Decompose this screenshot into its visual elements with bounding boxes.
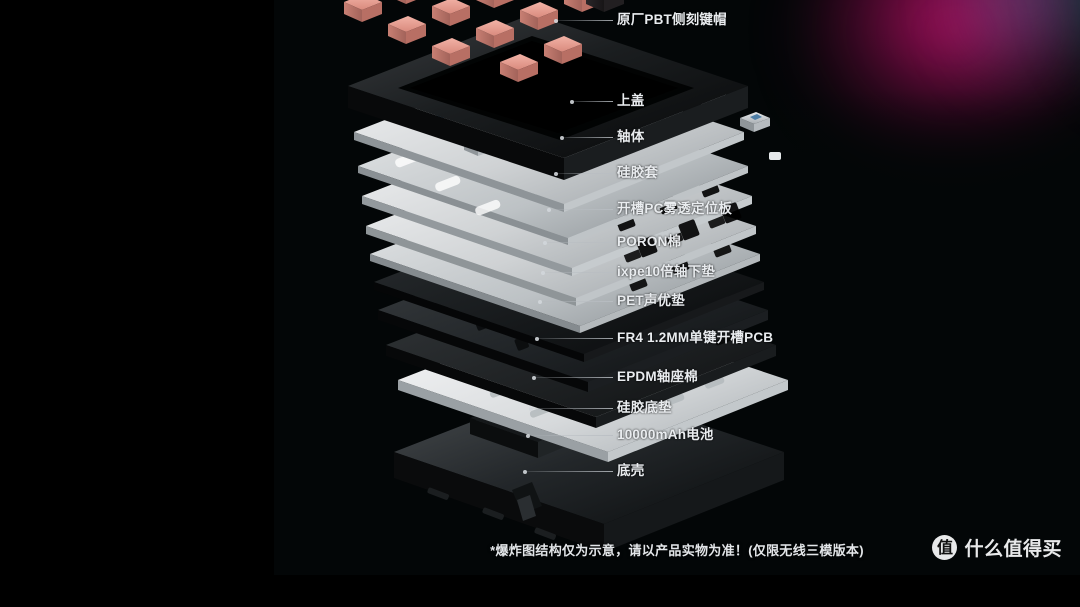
callout-leader-line	[532, 375, 613, 380]
callout-leader-line	[541, 270, 613, 275]
callout-label-5: 开槽PC雾透定位板	[617, 201, 733, 216]
exploded-diagram-svg	[344, 0, 788, 552]
keycap-group-pink	[344, 0, 602, 82]
callout-anchor-dot	[529, 406, 533, 411]
callout-label-1: 原厂PBT侧刻键帽	[617, 12, 727, 27]
callout-leader-line	[554, 171, 613, 176]
exploded-keyboard-illustration	[274, 0, 1080, 575]
callout-leader-line	[547, 207, 613, 212]
callout-leader-line	[543, 240, 613, 245]
callout-leader-line	[526, 433, 613, 438]
footnote-disclaimer: *爆炸图结构仅为示意，请以产品实物为准！(仅限无线三模版本)	[490, 543, 864, 558]
layer-top-case	[348, 14, 748, 180]
callout-leader-line	[570, 99, 613, 104]
callout-leader-line	[538, 299, 613, 304]
callout-label-4: 硅胶套	[617, 165, 659, 180]
callout-label-8: PET声优垫	[617, 293, 685, 308]
callout-anchor-dot	[541, 270, 545, 275]
callout-anchor-dot	[532, 375, 536, 380]
callout-anchor-dot	[560, 135, 564, 140]
callout-anchor-dot	[526, 433, 530, 438]
callout-leader-line	[529, 406, 613, 411]
callout-anchor-dot	[543, 240, 547, 245]
callout-leader-line	[554, 18, 613, 23]
layer-keycaps	[344, 0, 624, 82]
bottom-matte	[0, 575, 1080, 607]
watermark: 值 什么值得买	[932, 534, 1062, 561]
watermark-text: 什么值得买	[964, 539, 1062, 560]
callout-label-13: 底壳	[617, 463, 645, 478]
keycap-group-dark	[586, 0, 624, 12]
callout-label-6: PORON棉	[617, 234, 682, 249]
callout-label-2: 上盖	[617, 93, 645, 108]
callout-label-9: FR4 1.2MM单键开槽PCB	[617, 330, 774, 345]
callout-leader-line	[560, 135, 613, 140]
callout-leader-line	[535, 336, 613, 341]
callout-anchor-dot	[523, 469, 527, 474]
smzdm-logo-icon: 值	[932, 535, 958, 560]
callout-anchor-dot	[538, 299, 542, 304]
left-matte	[0, 0, 274, 607]
callout-leader-line	[523, 469, 613, 474]
callout-label-11: 硅胶底垫	[617, 400, 672, 415]
callout-anchor-dot	[554, 171, 558, 176]
callout-label-10: EPDM轴座棉	[617, 369, 698, 384]
callout-label-3: 轴体	[617, 129, 645, 144]
callout-anchor-dot	[554, 18, 558, 23]
callout-label-7: ixpe10倍轴下垫	[617, 264, 716, 279]
callout-anchor-dot	[535, 336, 539, 341]
product-image-panel: 原厂PBT侧刻键帽上盖轴体硅胶套开槽PC雾透定位板 PORON棉 ixpe10倍轴下…	[274, 0, 1080, 575]
callout-anchor-dot	[570, 99, 574, 104]
callout-anchor-dot	[547, 207, 551, 212]
callout-label-12: 10000mAh电池	[617, 427, 714, 442]
